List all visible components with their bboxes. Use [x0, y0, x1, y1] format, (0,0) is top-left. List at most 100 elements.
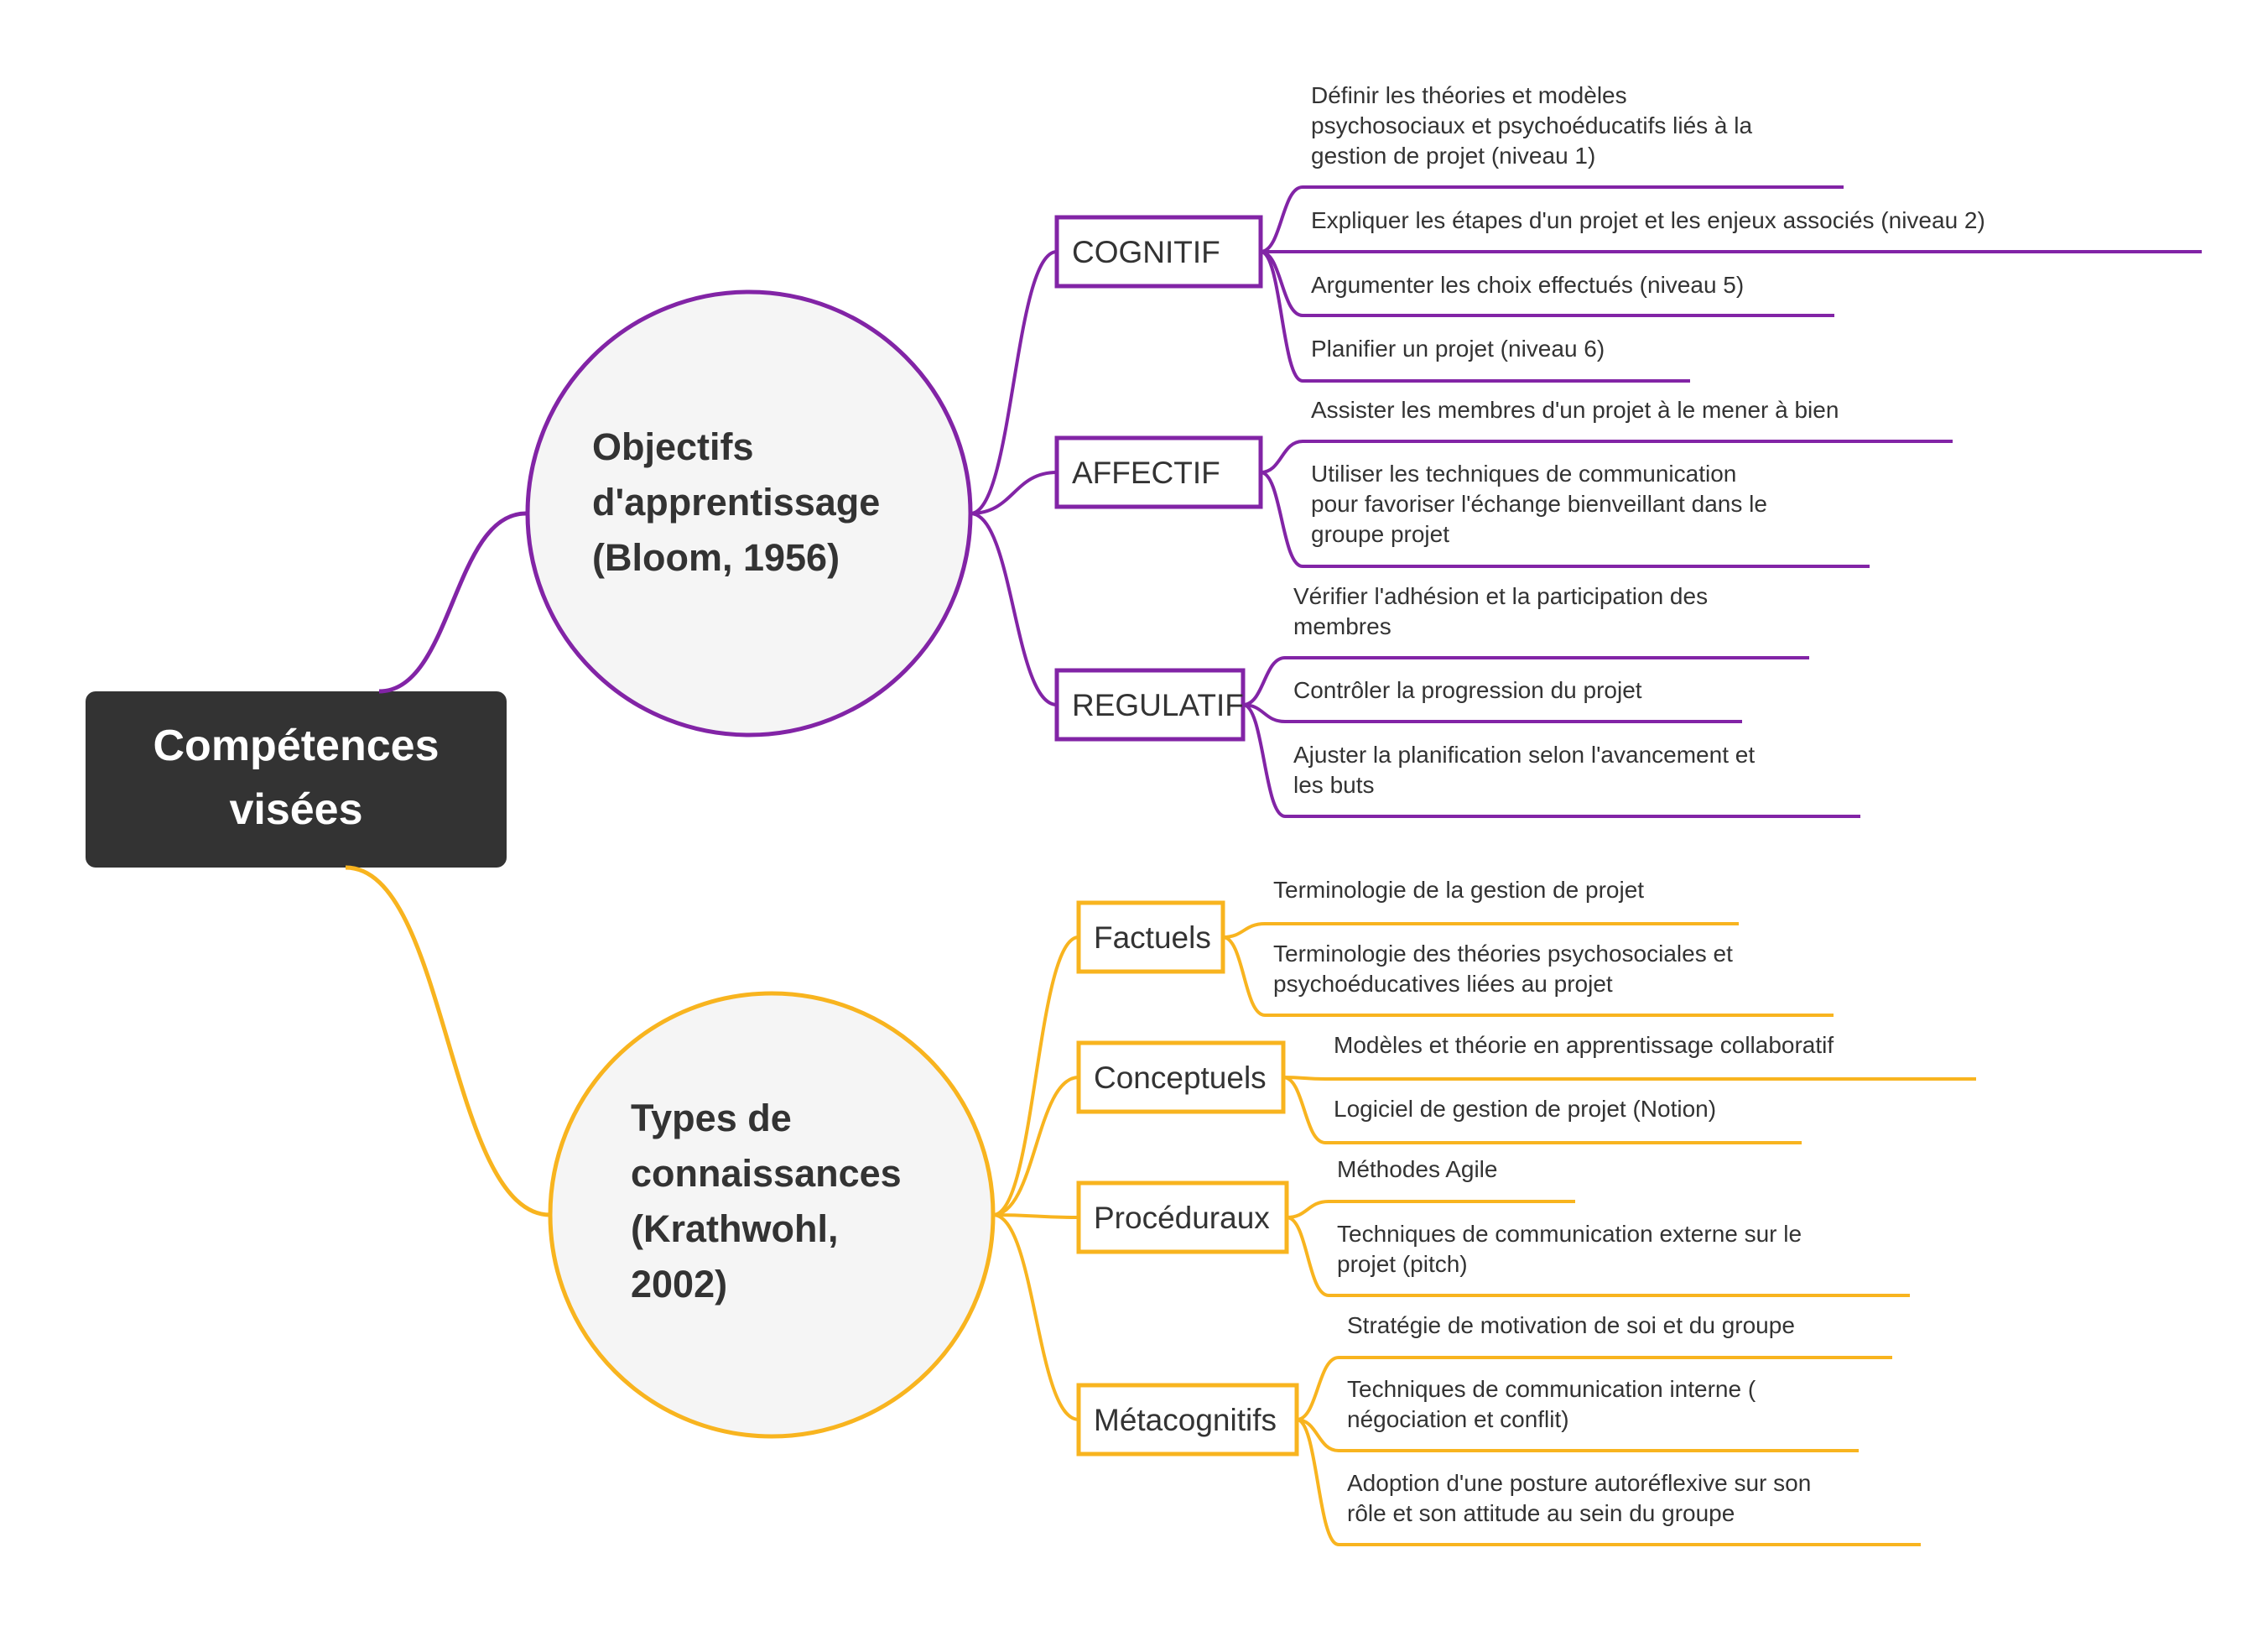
- topic-title-objectifs-line: (Bloom, 1956): [592, 536, 840, 579]
- leaf-text: Techniques de communication externe sur …: [1337, 1221, 1802, 1277]
- leaf-text-line: Logiciel de gestion de projet (Notion): [1334, 1096, 1716, 1122]
- category-label: Procéduraux: [1094, 1201, 1270, 1235]
- topic-title-types-line: (Krathwohl,: [631, 1207, 838, 1250]
- leaf-text-line: négociation et conflit): [1347, 1406, 1569, 1432]
- leaf-link: [1242, 703, 1286, 818]
- leaf-text: Contrôler la progression du projet: [1293, 677, 1642, 703]
- leaf-text-line: pour favoriser l'échange bienveillant da…: [1311, 491, 1767, 517]
- category-node: [1076, 1040, 1286, 1114]
- category-label: Métacognitifs: [1094, 1403, 1277, 1437]
- leaf-text-line: les buts: [1293, 772, 1375, 798]
- leaf-link: [1222, 922, 1266, 939]
- category-label: Factuels: [1094, 920, 1211, 955]
- leaf-text: Stratégie de motivation de soi et du gro…: [1347, 1312, 1795, 1338]
- leaf-link: [1242, 656, 1286, 706]
- leaf-text-line: Planifier un projet (niveau 6): [1311, 336, 1605, 362]
- leaf-text: Expliquer les étapes d'un projet et les …: [1311, 207, 1985, 233]
- topic-title-objectifs: Objectifs d'apprentissage (Bloom, 1956): [592, 425, 880, 579]
- leaf-text-line: Contrôler la progression du projet: [1293, 677, 1642, 703]
- topic-title-objectifs-line: Objectifs: [592, 425, 754, 468]
- topic-title-types: Types de connaissances (Krathwohl, 2002): [631, 1097, 902, 1305]
- leaf-text-line: Méthodes Agile: [1337, 1156, 1497, 1182]
- leaf-text: Argumenter les choix effectués (niveau 5…: [1311, 272, 1744, 298]
- leaf-link: [1260, 185, 1303, 253]
- leaf-text: Terminologie de la gestion de projet: [1273, 877, 1644, 903]
- category-node: [1054, 215, 1263, 289]
- leaf-text: Techniques de communication interne ( nég…: [1347, 1376, 1756, 1432]
- category-node: [1054, 435, 1263, 509]
- category-link: [992, 1076, 1079, 1217]
- leaf-text-line: Modèles et théorie en apprentissage coll…: [1334, 1032, 1834, 1058]
- leaf-text: Ajuster la planification selon l'avancem…: [1293, 742, 1755, 798]
- leaf-text-line: gestion de projet (niveau 1): [1311, 143, 1595, 169]
- category-link: [992, 935, 1079, 1217]
- category-link: [970, 471, 1058, 515]
- topic-node-objectifs: [525, 289, 973, 737]
- root-node: [86, 691, 507, 868]
- root-link-objectifs: [378, 511, 527, 694]
- leaf-text-line: rôle et son attitude au sein du groupe: [1347, 1500, 1735, 1526]
- category-label: AFFECTIF: [1072, 456, 1220, 490]
- leaf-text-line: Utiliser les techniques de communication: [1311, 461, 1736, 487]
- root-title-line: Compétences: [153, 722, 440, 770]
- root-title-line: visées: [229, 785, 362, 834]
- leaf-text-line: Vérifier l'adhésion et la participation …: [1293, 583, 1708, 609]
- leaf-text-line: Adoption d'une posture autoréflexive sur…: [1347, 1470, 1811, 1496]
- leaf-text: Méthodes Agile: [1337, 1156, 1497, 1182]
- leaf-text-line: Argumenter les choix effectués (niveau 5…: [1311, 272, 1744, 298]
- leaf-text-line: psychoéducatives liées au projet: [1273, 971, 1613, 997]
- leaf-text-line: Expliquer les étapes d'un projet et les …: [1311, 207, 1985, 233]
- leaf-text-line: Terminologie des théories psychosociales…: [1273, 941, 1733, 967]
- leaf-text: Utiliser les techniques de communication…: [1311, 461, 1767, 547]
- topic-node-types: [548, 991, 996, 1439]
- category-label: COGNITIF: [1072, 235, 1220, 269]
- topic-title-types-line: 2002): [631, 1263, 727, 1305]
- category-link: [992, 1213, 1079, 1421]
- leaf-link: [1296, 1418, 1339, 1546]
- leaf-link: [1260, 250, 1303, 383]
- root-title: Compétences visées: [153, 722, 440, 834]
- leaf-link: [1282, 1076, 1326, 1144]
- leaf-text-line: Assister les membres d'un projet à le me…: [1311, 397, 1839, 423]
- leaf-text-line: groupe projet: [1311, 521, 1449, 547]
- leaf-link: [1286, 1216, 1329, 1297]
- leaf-link: [1260, 250, 1303, 317]
- category-node: [1076, 1383, 1299, 1457]
- topic-title-types-line: Types de: [631, 1097, 792, 1139]
- category-link: [992, 1213, 1079, 1219]
- category-node: [1054, 668, 1246, 742]
- category-node: [1076, 1180, 1289, 1254]
- leaf-text: Logiciel de gestion de projet (Notion): [1334, 1096, 1716, 1122]
- leaf-text: Définir les théories et modèles psychosoc…: [1311, 82, 1752, 169]
- leaf-text-line: Techniques de communication externe sur …: [1337, 1221, 1802, 1247]
- leaf-text: Terminologie des théories psychosociales…: [1273, 941, 1733, 997]
- topic-title-objectifs-line: d'apprentissage: [592, 481, 880, 524]
- leaf-link: [1222, 935, 1266, 1017]
- leaf-text: Modèles et théorie en apprentissage coll…: [1334, 1032, 1834, 1058]
- leaf-text-line: projet (pitch): [1337, 1251, 1468, 1277]
- leaf-text-line: Terminologie de la gestion de projet: [1273, 877, 1644, 903]
- category-link: [970, 512, 1058, 706]
- leaf-text-line: membres: [1293, 613, 1391, 639]
- root-link-types: [345, 865, 551, 1217]
- leaf-link: [1260, 471, 1303, 568]
- leaf-text-line: Définir les théories et modèles: [1311, 82, 1627, 108]
- leaf-text-line: Stratégie de motivation de soi et du gro…: [1347, 1312, 1795, 1338]
- category-label: REGULATIF: [1072, 688, 1244, 722]
- leaf-link: [1260, 440, 1303, 474]
- leaf-text: Vérifier l'adhésion et la participation …: [1293, 583, 1708, 639]
- leaf-text-line: psychosociaux et psychoéducatifs liés à …: [1311, 112, 1752, 138]
- leaf-link: [1296, 1356, 1339, 1421]
- category-node: [1076, 900, 1225, 974]
- leaf-text-line: Techniques de communication interne (: [1347, 1376, 1756, 1402]
- leaf-link: [1296, 1418, 1339, 1452]
- leaf-text: Planifier un projet (niveau 6): [1311, 336, 1605, 362]
- leaf-text: Assister les membres d'un projet à le me…: [1311, 397, 1839, 423]
- topic-title-types-line: connaissances: [631, 1152, 902, 1195]
- category-link: [970, 250, 1058, 515]
- category-label: Conceptuels: [1094, 1061, 1267, 1095]
- leaf-text-line: Ajuster la planification selon l'avancem…: [1293, 742, 1755, 768]
- leaf-text: Adoption d'une posture autoréflexive sur…: [1347, 1470, 1811, 1526]
- leaf-link: [1286, 1200, 1329, 1219]
